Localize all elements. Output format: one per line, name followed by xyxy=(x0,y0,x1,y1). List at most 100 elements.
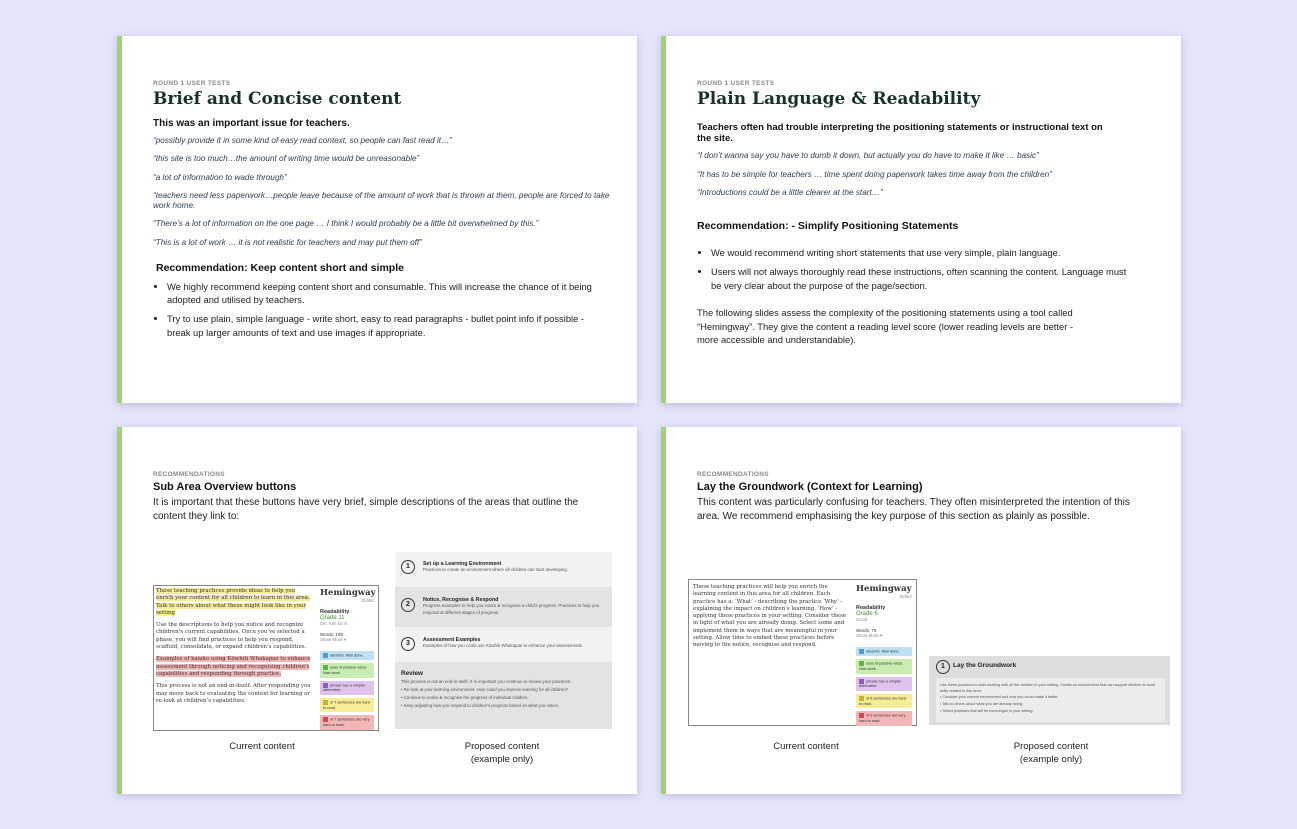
caption-proposed-line: Proposed content xyxy=(1013,741,1089,752)
hemingway-logo-sub: Editor xyxy=(900,594,912,599)
grade-note: OK. Aim for 9. xyxy=(320,621,349,626)
quote: “a lot of information to wade through” xyxy=(153,172,287,182)
proposed-card[interactable]: Use these practices to start working wit… xyxy=(936,678,1165,722)
hard-to-read-tag: of 6 sentences are hard to read. xyxy=(856,694,912,709)
slide-eyebrow: RECOMMENDATIONS xyxy=(697,471,769,478)
hard-to-read-tag: of 7 sentences are hard to read. xyxy=(320,698,374,713)
list-item: We would recommend writing short stateme… xyxy=(711,246,1131,259)
proposed-item[interactable]: 1 Set up a Learning Environment Practice… xyxy=(395,552,612,586)
hemingway-logo: Hemingway xyxy=(320,588,376,598)
caption-proposed-line: Proposed content xyxy=(464,741,540,752)
proposed-content-mock: 1 Set up a Learning Environment Practice… xyxy=(395,552,612,729)
slide-title: Plain Language & Readability xyxy=(697,89,981,109)
passive-voice-tag: uses of passive voice. Nice work. xyxy=(320,663,374,678)
hemingway-screenshot: These teaching practices provide ideas t… xyxy=(153,585,379,731)
hemingway-text: These teaching practices provide ideas t… xyxy=(156,588,314,710)
list-item: Try to use plain, simple language - writ… xyxy=(167,312,607,339)
proposed-item[interactable]: 2 Notice, Recognise & Respond Progress e… xyxy=(395,587,612,627)
caption-current: Current content xyxy=(229,741,295,752)
slide-description: This content was particularly confusing … xyxy=(697,497,1130,522)
hemingway-logo: Hemingway xyxy=(856,584,912,594)
proposed-item-desc: Progress examples to help you notice & r… xyxy=(423,603,600,615)
quote: “I don’t wanna say you have to dumb it d… xyxy=(697,151,1039,161)
review-title: Review xyxy=(401,670,424,677)
caption-current: Current content xyxy=(773,741,839,752)
show-more-link[interactable]: Show More ▾ xyxy=(320,637,347,642)
slide-plain-language: ROUND 1 USER TESTS Plain Language & Read… xyxy=(661,36,1181,403)
grade-level: Grade 11 xyxy=(320,615,345,621)
review-list: • Re-look at your learning environment. … xyxy=(401,686,606,710)
simpler-alternative-tag: phrase has a simpler alternative. xyxy=(320,680,374,696)
slide-eyebrow: RECOMMENDATIONS xyxy=(153,471,225,478)
hemingway-text: These teaching practices will help you e… xyxy=(693,584,849,655)
grade-note: Good xyxy=(856,617,868,622)
step-number-icon: 3 xyxy=(401,637,415,651)
very-hard-to-read-tag: of 7 sentences are very hard to read. xyxy=(320,715,374,730)
quote: “It has to be simple for teachers … time… xyxy=(697,169,1052,179)
slide-eyebrow: ROUND 1 USER TESTS xyxy=(153,80,231,87)
hemingway-paragraph: This process is not an end-in-itself. Af… xyxy=(156,683,311,704)
step-number-icon: 1 xyxy=(936,660,950,674)
recommendation-heading: Recommendation: - Simplify Positioning S… xyxy=(697,220,959,233)
slide-description: It is important that these buttons have … xyxy=(153,497,579,522)
caption-proposed: Proposed content (example only) xyxy=(981,741,1121,767)
list-item: • Talk to others about what you are alre… xyxy=(940,702,1024,707)
slide-title: Lay the Groundwork (Context for Learning… xyxy=(697,481,923,493)
caption-proposed: Proposed content (example only) xyxy=(432,741,572,767)
proposed-item-desc: Examples of how you could use Kōwhiti Wh… xyxy=(423,643,584,648)
step-number-icon: 2 xyxy=(401,598,415,612)
slide-subhead: Teachers often had trouble interpreting … xyxy=(697,121,1103,145)
hemingway-sidebar: Hemingway Editor Readability Grade 11 OK… xyxy=(320,588,376,733)
hemingway-paragraph: These teaching practices provide ideas t… xyxy=(156,588,310,616)
recommendation-heading: Recommendation: Keep content short and s… xyxy=(156,261,404,274)
proposed-content-mock: 1 Lay the Groundwork Use these practices… xyxy=(929,656,1170,725)
proposed-desc: Use these practices to start working wit… xyxy=(940,683,1155,693)
hemingway-paragraph: These teaching practices will help you e… xyxy=(693,584,846,649)
slide-sub-area-buttons: RECOMMENDATIONS Sub Area Overview button… xyxy=(117,427,637,794)
review-desc: This process is not an end-in-itself. It… xyxy=(401,679,572,684)
slide-title: Sub Area Overview buttons xyxy=(153,481,297,493)
proposed-item-desc: Practices to create an environment where… xyxy=(423,567,568,572)
hemingway-paragraph: Use the descriptions to help you notice … xyxy=(156,622,307,651)
list-item: We highly recommend keeping content shor… xyxy=(167,280,607,307)
proposed-item-title: Set up a Learning Environment xyxy=(423,561,502,567)
adverbs-tag: adverbs. Well done. xyxy=(320,651,374,661)
hemingway-sidebar: Hemingway Editor Readability Grade 6 Goo… xyxy=(856,584,912,729)
quote: “possibly provide it in some kind of eas… xyxy=(153,136,452,146)
proposed-list: • Consider your current environment and … xyxy=(936,694,1165,714)
grade-level: Grade 6 xyxy=(856,611,878,617)
hemingway-paragraph: Examples of kaiako using Kōwhiti Whakapa… xyxy=(156,656,311,677)
slide-eyebrow: ROUND 1 USER TESTS xyxy=(697,80,775,87)
proposed-item-title: Notice, Recognise & Respond xyxy=(423,597,499,603)
quote: “There’s a lot of information on the one… xyxy=(153,219,539,229)
simpler-alternative-tag: phrase has a simpler alternative. xyxy=(856,676,912,692)
list-item: • Re-look at your learning environment. … xyxy=(401,686,569,692)
quote: “This is a lot of work … it is not reali… xyxy=(153,237,422,247)
list-item: • Continue to notice & recognise the pro… xyxy=(401,694,529,700)
proposed-item[interactable]: 3 Assessment Examples Examples of how yo… xyxy=(395,628,612,661)
recommendation-list: We would recommend writing short stateme… xyxy=(697,246,1131,292)
caption-proposed-line: (example only) xyxy=(470,753,534,765)
review-section: Review This process is not an end-in-its… xyxy=(395,662,612,729)
quote: “this site is too much…the amount of wri… xyxy=(153,154,420,164)
slide-subhead: This was an important issue for teachers… xyxy=(153,117,350,129)
proposed-item-title: Assessment Examples xyxy=(423,637,481,643)
quote: “Introductions could be a little clearer… xyxy=(697,187,883,197)
caption-proposed-line: (example only) xyxy=(1019,753,1083,765)
passive-voice-tag: uses of passive voice. Nice work. xyxy=(856,659,912,674)
very-hard-to-read-tag: of 6 sentences are very hard to read. xyxy=(856,711,912,726)
list-item: • Select practices that will be meaningf… xyxy=(940,709,1034,714)
list-item: • Keep adjusting how you respond to chil… xyxy=(401,702,560,708)
readability-label: Readability xyxy=(320,609,350,615)
list-item: Users will not always thoroughly read th… xyxy=(711,265,1131,292)
recommendation-list: We highly recommend keeping content shor… xyxy=(153,280,607,339)
slide-title: Brief and Concise content xyxy=(153,89,402,109)
show-more-link[interactable]: Show More ▾ xyxy=(856,633,883,638)
slide-lay-the-groundwork: RECOMMENDATIONS Lay the Groundwork (Cont… xyxy=(661,427,1181,794)
step-number-icon: 1 xyxy=(401,560,415,574)
quote: “teachers need less paperwork…people lea… xyxy=(153,190,610,211)
list-item: • Consider your current environment and … xyxy=(940,695,1059,700)
word-count: Words: 79 xyxy=(856,628,877,633)
intro-paragraph: The following slides assess the complexi… xyxy=(697,307,1074,346)
hemingway-screenshot: These teaching practices will help you e… xyxy=(688,579,917,726)
